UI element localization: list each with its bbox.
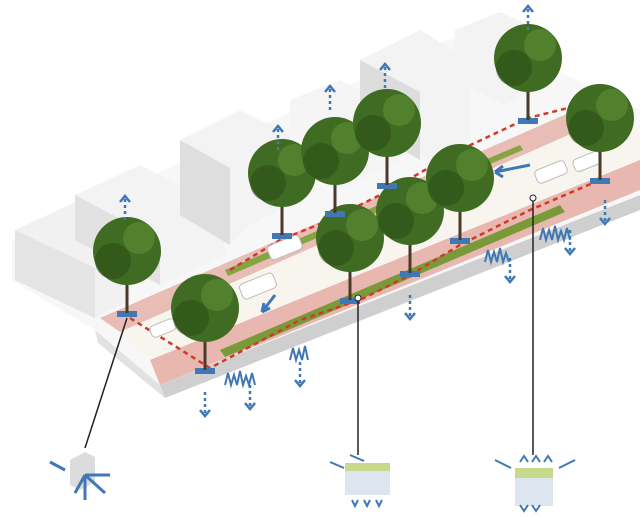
arrow-up-icon [119, 194, 131, 220]
runoff-path [129, 178, 601, 370]
flow-arrow-icon [260, 294, 277, 314]
cars [149, 150, 602, 338]
arrow-up-icon [522, 4, 534, 30]
tree [494, 24, 562, 124]
car [266, 234, 303, 261]
permeable-planter-section-icon [494, 454, 576, 513]
flow-arrow-icon [494, 163, 531, 179]
car [534, 160, 568, 184]
callout-line [84, 317, 128, 449]
tree [426, 144, 494, 244]
tree [353, 89, 421, 189]
slab-front-edge [160, 195, 640, 398]
callout-dot [529, 194, 537, 202]
arrow-down-icon [294, 362, 306, 388]
tree [171, 274, 239, 374]
water-arrows [119, 4, 611, 418]
tree [566, 84, 634, 184]
arrow-down-icon [599, 200, 611, 226]
arrow-down-icon [564, 230, 576, 256]
car [239, 272, 277, 300]
arrow-up-icon [379, 62, 391, 88]
arrow-down-icon [199, 392, 211, 418]
arrow-up-icon [272, 124, 284, 150]
arrow-up-icon [324, 84, 336, 110]
tree [376, 177, 444, 277]
callout-dot [354, 294, 362, 302]
infiltration-roots [224, 225, 571, 389]
arrow-down-icon [504, 258, 516, 284]
tree-pit-infiltration-icon [49, 452, 110, 500]
trees [93, 24, 634, 374]
tree [316, 204, 384, 304]
building-side [15, 230, 95, 318]
arrow-down-icon [404, 295, 416, 321]
arrow-down-icon [244, 385, 256, 411]
bioswale-section-icon [329, 454, 390, 509]
building-side [180, 140, 230, 245]
slab-left-edge [95, 330, 165, 398]
tree [93, 217, 161, 317]
